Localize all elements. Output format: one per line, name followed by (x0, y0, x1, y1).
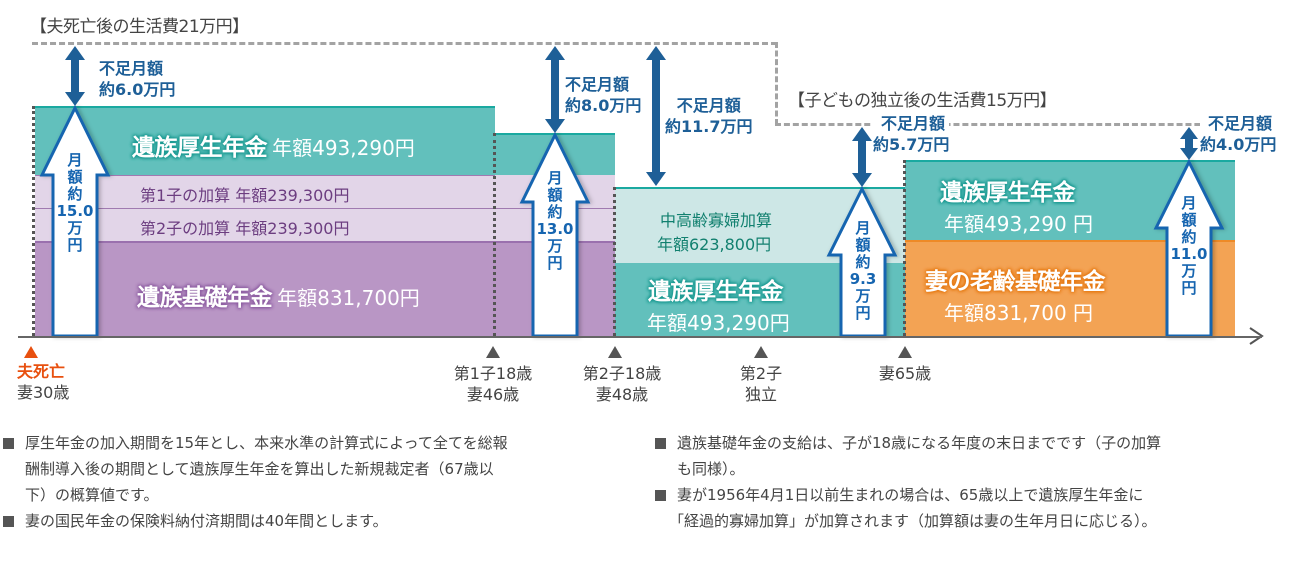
triangle-marker-icon (24, 346, 38, 358)
marker-child2-18 (608, 346, 622, 358)
budget-line-step (775, 42, 778, 125)
shortfall-arrow-icon (1180, 127, 1198, 160)
survivor-employee-pension-amount-p3: 年額493,290円 (647, 311, 790, 335)
shortfall-label-p2: 不足月額約8.0万円 (565, 75, 642, 115)
survivor-basic-pension-amount: 年額831,700円 (277, 286, 420, 310)
wife-old-age-basic-pension-label: 妻の老齢基礎年金 (925, 269, 1106, 295)
shortfall-label-p3b: 不足月額約5.7万円 (873, 113, 950, 154)
tick-label-wife-65: 妻65歳 (878, 364, 932, 383)
marker-child2-independent (754, 346, 768, 358)
tick-label-child1-18: 第1子18歳 妻46歳 (453, 364, 533, 404)
notes-left: 厚生年金の加入期間を15年とし、本来水準の計算式によって全てを総報 酬制導入後の… (3, 430, 643, 534)
wife-old-age-basic-pension-amount: 年額831,700 円 (944, 301, 1094, 325)
period-divider (903, 160, 906, 336)
segment-child2-addition (35, 208, 615, 241)
triangle-marker-icon (754, 346, 768, 358)
child2-addition-amount: 年額239,300円 (235, 219, 350, 238)
shortfall-arrow-icon (852, 127, 872, 187)
budget-line-15man (775, 123, 1245, 126)
budget-line-21man (32, 42, 777, 45)
living-cost-after-death-label: 【夫死亡後の生活費21万円】 (30, 17, 249, 37)
tick-label-child2-18: 第2子18歳 妻48歳 (582, 364, 662, 404)
survivor-employee-pension-amount-p4: 年額493,290 円 (944, 212, 1094, 236)
shortfall-arrow-icon (646, 46, 666, 186)
widow-addition-label: 中高齢寡婦加算 (660, 211, 773, 230)
survivor-basic-pension-label: 遺族基礎年金 (137, 285, 273, 311)
survivor-employee-pension-label-p3: 遺族厚生年金 (648, 279, 784, 305)
widow-addition-amount: 年額623,800円 (657, 235, 772, 254)
timeline-axis (18, 336, 1262, 338)
child1-addition-amount: 年額239,300円 (235, 186, 350, 205)
notes-right: 遺族基礎年金の支給は、子が18歳になる年度の末日までです（子の加算 も同様）。 … (655, 430, 1300, 534)
axis-arrowhead-icon (1249, 327, 1264, 345)
period-divider (613, 187, 616, 336)
marker-husband-death (24, 346, 38, 358)
period-divider (493, 133, 496, 336)
shortfall-label-p4: 不足月額約4.0万円 (1200, 113, 1277, 154)
note-item: 遺族基礎年金の支給は、子が18歳になる年度の末日までです（子の加算 も同様）。 (655, 430, 1300, 482)
marker-wife-65 (898, 346, 912, 358)
child1-addition-label: 第1子の加算 (140, 186, 231, 205)
square-bullet-icon (3, 438, 14, 449)
survivor-employee-pension-label-p4: 遺族厚生年金 (940, 180, 1076, 206)
note-item: 妻の国民年金の保険料納付済期間は40年間とします。 (3, 508, 643, 534)
living-cost-after-children-label: 【子どもの独立後の生活費15万円】 (788, 91, 1057, 111)
segment-survivor-basic-pension (35, 241, 615, 336)
marker-child1-18 (486, 346, 500, 358)
period-divider (32, 106, 35, 336)
tick-label-child2-independent: 第2子 独立 (739, 364, 783, 404)
tick-label-husband-death: 夫死亡 妻30歳 (17, 362, 70, 402)
survivor-employee-pension-amount: 年額493,290円 (272, 136, 415, 160)
shortfall-label-p1: 不足月額約6.0万円 (99, 59, 176, 99)
shortfall-arrow-icon (65, 46, 85, 106)
note-item: 厚生年金の加入期間を15年とし、本来水準の計算式によって全てを総報 酬制導入後の… (3, 430, 643, 508)
triangle-marker-icon (898, 346, 912, 358)
note-item: 妻が1956年4月1日以前生まれの場合は、65歳以上で遺族厚生年金に 「経過的寡… (655, 482, 1300, 534)
child2-addition-label: 第2子の加算 (140, 219, 231, 238)
shortfall-label-p3a: 不足月額約11.7万円 (665, 96, 753, 136)
survivor-employee-pension-label: 遺族厚生年金 (132, 135, 268, 161)
square-bullet-icon (655, 490, 666, 501)
square-bullet-icon (655, 438, 666, 449)
square-bullet-icon (3, 516, 14, 527)
triangle-marker-icon (608, 346, 622, 358)
triangle-marker-icon (486, 346, 500, 358)
segment-survivor-employee-pension (35, 106, 495, 175)
shortfall-arrow-icon (545, 46, 565, 133)
